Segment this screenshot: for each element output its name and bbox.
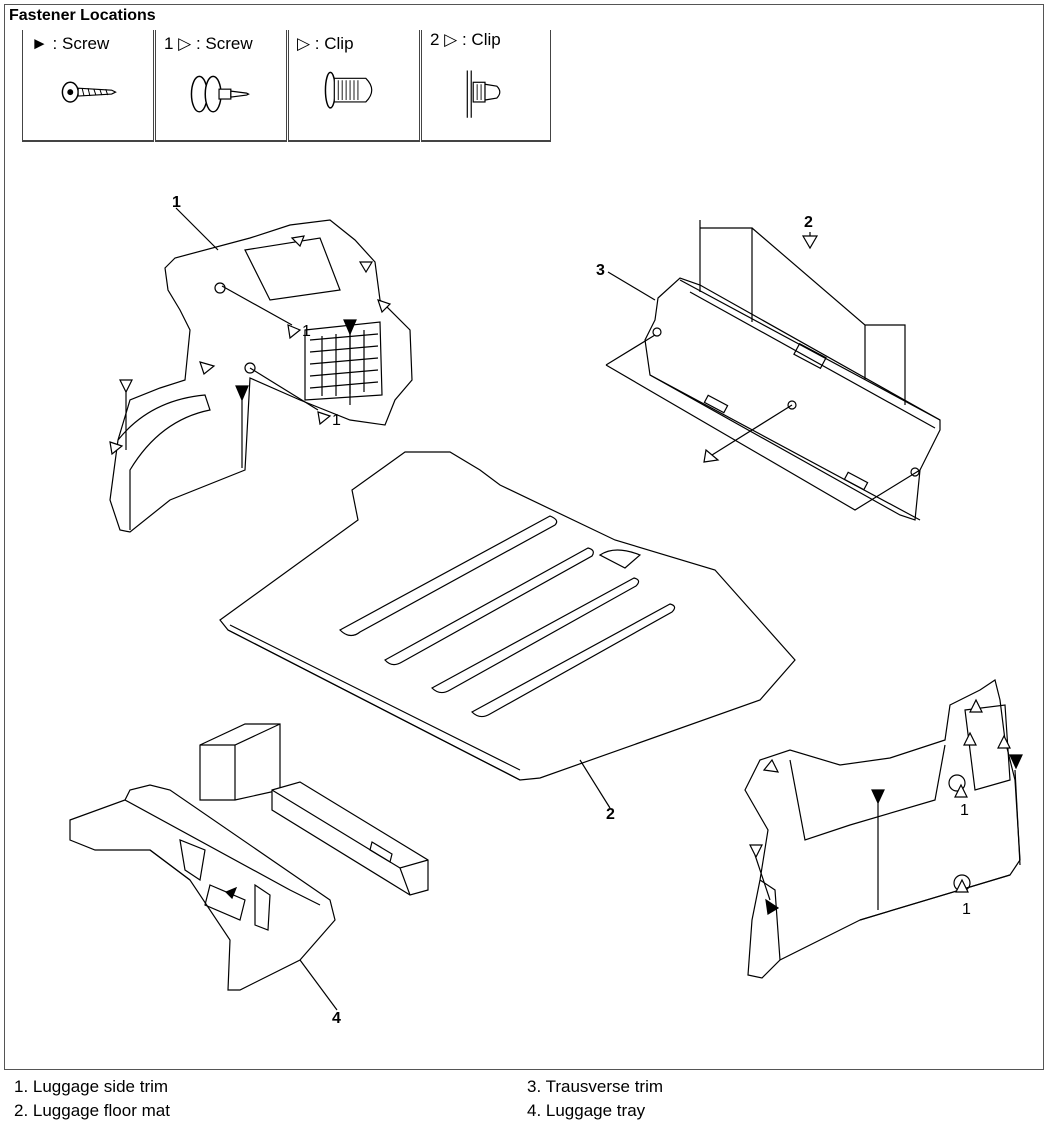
leader-line <box>607 271 656 301</box>
fastener-box-clip: ▷ : Clip <box>288 30 420 142</box>
screw-icon <box>61 81 117 103</box>
screw-marker <box>343 319 357 336</box>
leader-line <box>299 959 338 1011</box>
clip-marker <box>997 734 1011 749</box>
fastener-label: 2 ▷ : Clip <box>430 30 501 49</box>
clip-marker <box>749 844 763 859</box>
callout-2-mat: 2 <box>606 806 615 823</box>
page-title: Fastener Locations <box>9 7 156 24</box>
callout-4: 4 <box>332 1010 341 1027</box>
fastener-label: ► : Screw <box>31 34 110 53</box>
legend-item-1: 1. Luggage side trim <box>14 1077 169 1096</box>
fastener-box-screw-1: 1 ▷ : Screw <box>155 30 287 142</box>
diagram-frame <box>4 4 1044 1070</box>
fastener-box-screw: ► : Screw <box>22 30 154 142</box>
screw-marker <box>224 886 238 900</box>
fastener-number: 1 <box>302 323 311 340</box>
screw-with-washer-icon <box>190 75 250 113</box>
screw-marker <box>765 898 780 915</box>
leader-line <box>1014 769 1021 866</box>
clip-marker <box>377 299 392 314</box>
clip-marker <box>358 261 374 274</box>
fastener-number: 1 <box>960 802 969 819</box>
leader-line <box>754 854 771 901</box>
screw-marker <box>871 789 885 805</box>
screw-marker <box>1009 754 1023 770</box>
clip-icon <box>324 71 373 109</box>
luggage-side-trim-left <box>109 219 413 533</box>
clip-marker <box>703 448 720 463</box>
screw-1-marker <box>317 411 332 426</box>
fastener-box-clip-2: 2 ▷ : Clip <box>421 30 551 142</box>
fastener-label: ▷ : Clip <box>297 34 354 53</box>
clip-marker <box>199 361 216 376</box>
leader-line <box>579 759 611 809</box>
clip-marker <box>290 235 305 248</box>
transverse-trim <box>605 220 941 521</box>
legend-item-3: 3. Trausverse trim <box>527 1077 664 1096</box>
retainer-clip-icon <box>466 70 501 118</box>
screw-1-marker <box>955 878 969 893</box>
luggage-tray <box>69 723 429 991</box>
luggage-floor-mat <box>219 451 796 781</box>
leader-line <box>175 207 219 251</box>
screw-1-marker <box>287 324 302 340</box>
clip-marker <box>119 379 133 394</box>
clip-marker <box>963 731 977 746</box>
leader-line <box>249 367 319 411</box>
fastener-label: 1 ▷ : Screw <box>164 34 253 53</box>
callout-1: 1 <box>172 194 181 211</box>
fastener-number: 1 <box>962 901 971 918</box>
screw-marker <box>235 385 249 402</box>
clip-marker <box>969 698 983 713</box>
callout-3: 3 <box>596 262 605 279</box>
clip-2-marker <box>801 235 819 250</box>
luggage-side-trim-right <box>744 679 1021 979</box>
leader-line <box>221 285 293 326</box>
legend-item-2: 2. Luggage floor mat <box>14 1101 170 1120</box>
fastener-number: 1 <box>332 412 341 429</box>
callout-2-top: 2 <box>804 214 813 231</box>
legend-item-4: 4. Luggage tray <box>527 1101 646 1120</box>
clip-marker <box>109 441 124 456</box>
screw-1-marker <box>954 783 968 798</box>
clip-marker <box>762 758 780 773</box>
